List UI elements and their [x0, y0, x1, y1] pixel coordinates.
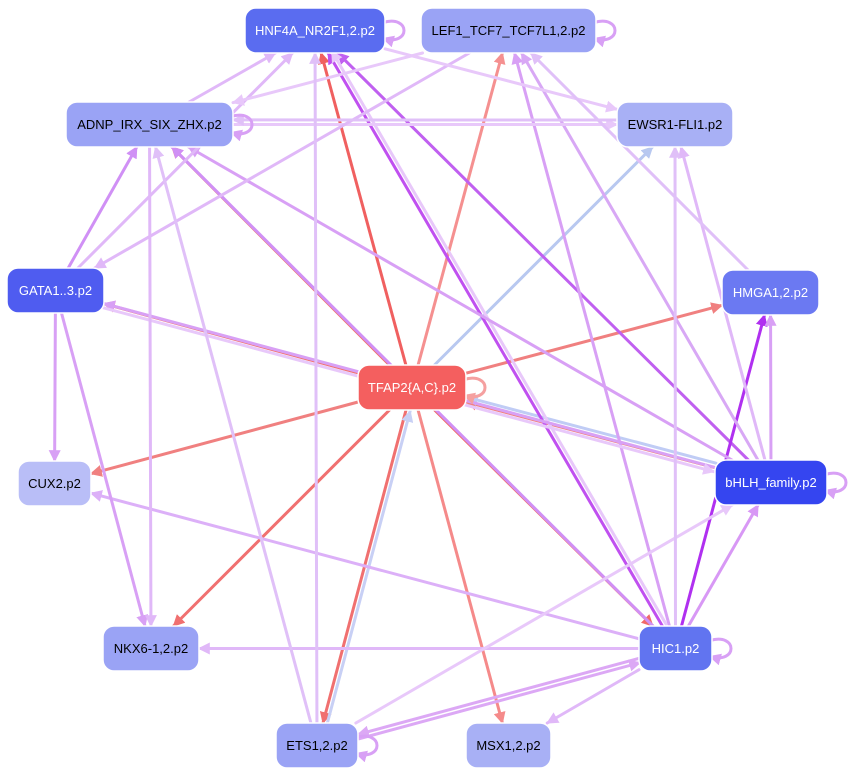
node-box: [275, 722, 359, 769]
node-label: HMGA1,2.p2: [733, 285, 808, 300]
node-label: LEF1_TCF7_TCF7L1,2.p2: [432, 23, 586, 38]
edge-tfap2-to-msx: [416, 408, 506, 725]
node-box: [721, 269, 820, 316]
node-label: ADNP_IRX_SIX_ZHX.p2: [77, 117, 222, 132]
edge-ets-to-hnf4a: [309, 51, 322, 725]
node-box: [65, 101, 234, 148]
edge-gata-to-hnf4a: [76, 51, 295, 270]
node-box: [465, 722, 552, 769]
node-box: [357, 364, 467, 411]
node-label: ETS1,2.p2: [286, 738, 347, 753]
edge-gata-to-nkx6: [60, 311, 149, 628]
node-msx[interactable]: MSX1,2.p2: [465, 722, 552, 769]
node-box: [420, 7, 597, 54]
edge-lef1-to-adnp: [231, 51, 425, 106]
nodes-layer: HNF4A_NR2F1,2.p2 LEF1_TCF7_TCF7L1,2.p2ADN…: [6, 7, 828, 769]
node-box: [714, 459, 828, 506]
edge-tfap2-to-lef1: [416, 51, 506, 367]
edge-lef1-to-gata: [93, 51, 471, 270]
edge-hic1-to-hnf4a: [330, 49, 668, 626]
edge-hic1-to-msx: [545, 668, 641, 725]
node-box: [6, 267, 105, 314]
node-box: [616, 101, 734, 148]
node-box: [102, 625, 200, 672]
node-hmga[interactable]: HMGA1,2.p2: [721, 269, 820, 316]
node-label: HIC1.p2: [652, 641, 700, 656]
edge-hic1-to-bhlh: [686, 503, 760, 628]
node-ewsr1[interactable]: EWSR1-FLI1.p2: [616, 101, 734, 148]
node-bhlh[interactable]: bHLH_family.p2: [714, 459, 828, 506]
self-loop-bhlh: [823, 471, 848, 500]
node-label: HNF4A_NR2F1,2.p2: [255, 23, 375, 38]
self-loop-hic1: [708, 637, 733, 666]
node-label: MSX1,2.p2: [476, 738, 540, 753]
edge-ets-to-adnp: [152, 145, 313, 725]
edge-tfap2-to-hmga: [464, 302, 724, 375]
edge-hic1-to-ets: [356, 656, 641, 738]
node-label: NKX6-1,2.p2: [114, 641, 188, 656]
edges-layer: [48, 19, 848, 763]
edge-tfap2-to-nkx6: [172, 408, 391, 628]
self-loop-tfap2: [462, 376, 487, 405]
node-label: TFAP2{A,C}.p2: [368, 380, 456, 395]
self-loop-hnf4a: [381, 19, 406, 48]
edge-gata-to-cux2: [48, 311, 61, 463]
edge-bhlh-to-adnp: [187, 145, 734, 462]
node-label: GATA1..3.p2: [19, 283, 92, 298]
edge-hic1-to-hnf4a: [326, 51, 664, 628]
edge-tfap2-to-hnf4a: [318, 51, 408, 367]
node-label: bHLH_family.p2: [725, 475, 817, 490]
self-loop-ets: [354, 734, 379, 763]
edge-hic1-to-cux2: [89, 490, 641, 641]
edge-adnp-to-hnf4a: [187, 51, 277, 104]
edge-hic1-to-lef1: [511, 51, 671, 628]
node-cux2[interactable]: CUX2.p2: [17, 460, 92, 507]
node-ets[interactable]: ETS1,2.p2: [275, 722, 359, 769]
node-nkx6[interactable]: NKX6-1,2.p2: [102, 625, 200, 672]
node-hnf4a[interactable]: HNF4A_NR2F1,2.p2: [244, 7, 386, 54]
node-box: [244, 7, 386, 54]
node-box: [638, 625, 713, 672]
node-hic1[interactable]: HIC1.p2: [638, 625, 713, 672]
self-loop-lef1: [592, 19, 617, 48]
node-adnp[interactable]: ADNP_IRX_SIX_ZHX.p2: [65, 101, 234, 148]
node-box: [17, 460, 92, 507]
node-lef1[interactable]: LEF1_TCF7_TCF7L1,2.p2: [420, 7, 597, 54]
node-label: CUX2.p2: [28, 476, 81, 491]
edge-gata-to-adnp: [66, 145, 139, 270]
edge-tfap2-to-cux2: [89, 400, 360, 477]
self-loop-adnp: [229, 113, 254, 142]
edge-adnp-to-nkx6: [144, 145, 157, 628]
edge-ets-to-hic1: [357, 659, 642, 741]
node-gata[interactable]: GATA1..3.p2: [6, 267, 105, 314]
node-label: EWSR1-FLI1.p2: [628, 117, 723, 132]
edge-hmga-to-lef1: [529, 51, 750, 272]
edge-ets-to-bhlh: [354, 503, 734, 725]
node-tfap2[interactable]: TFAP2{A,C}.p2: [357, 364, 467, 411]
